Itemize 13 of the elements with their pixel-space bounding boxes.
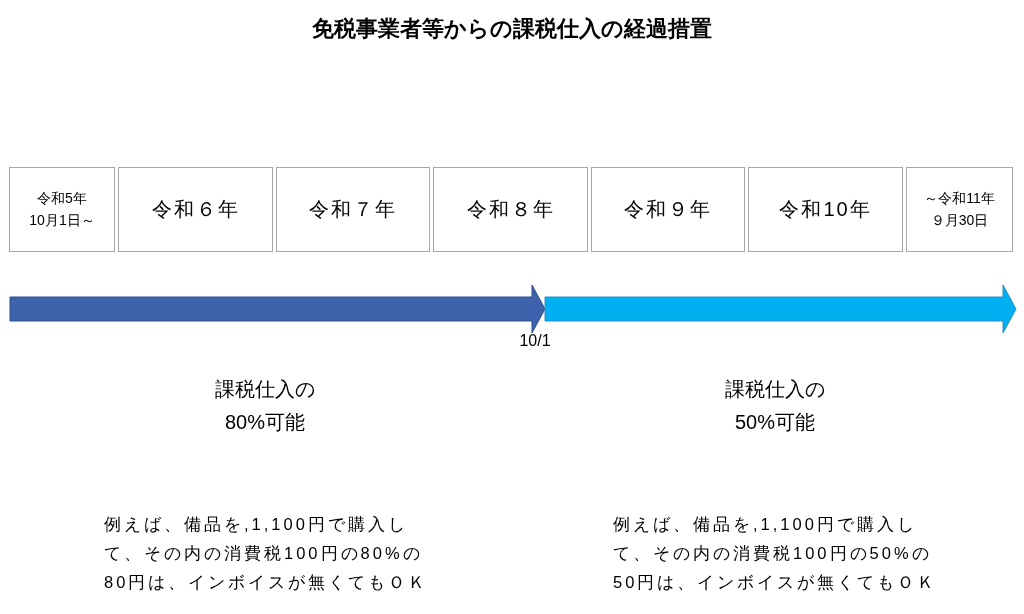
example-text: 例えば、備品を,1,100円で購入して、その内の消費税100円の80%の80円は、インボイスが無くてもＯＫ [104, 514, 430, 593]
rate-text: 課税仕入の50%可能 [724, 377, 826, 435]
year-box: 令和10年 [748, 167, 903, 252]
example-text: 例えば、備品を,1,100円で購入して、その内の消費税100円の50%の50円は、インボイスが無くてもＯＫ [613, 514, 939, 593]
year-box: 令和5年 10月1日～ [9, 167, 115, 252]
title: 免税事業者等からの課税仕入の経過措置 [311, 15, 713, 43]
year-box: 令和９年 [591, 167, 745, 252]
year-box: 令和８年 [433, 167, 588, 252]
year-box: 令和７年 [276, 167, 430, 252]
year-box: 令和６年 [118, 167, 273, 252]
rate-text: 課税仕入の80%可能 [214, 377, 316, 435]
year-box: ～令和11年 ９月30日 [906, 167, 1013, 252]
date-label: 10/1 [518, 331, 552, 351]
